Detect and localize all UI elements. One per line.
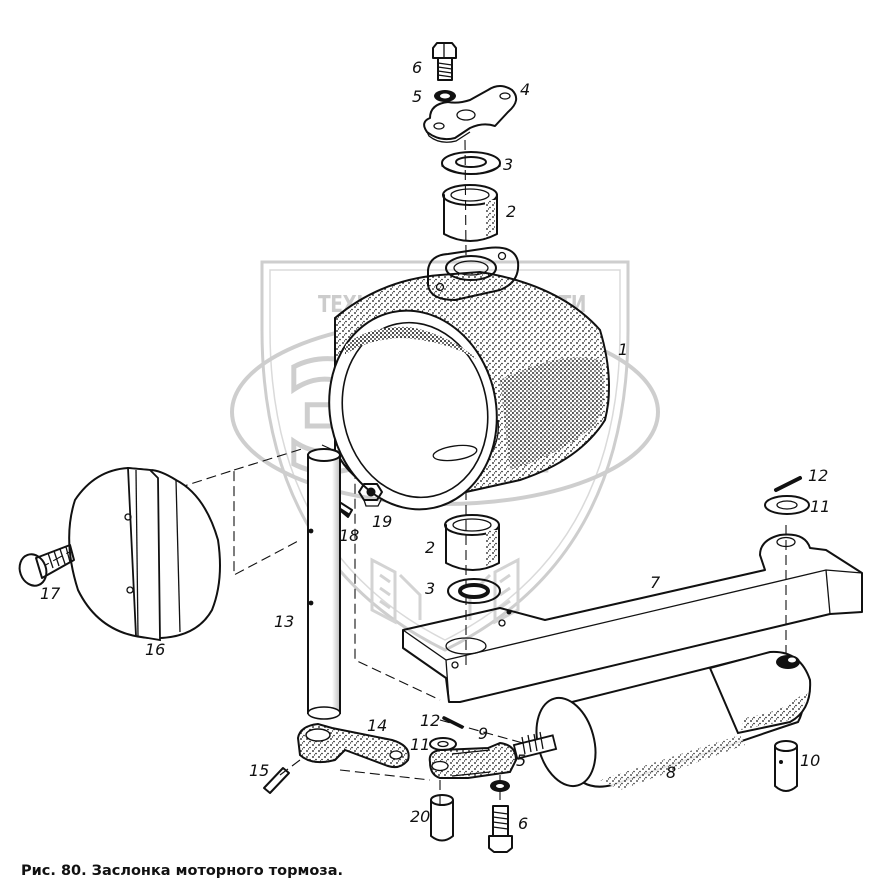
part-6-top-bolt [432, 42, 457, 81]
part-2-bottom-bushing [444, 514, 500, 571]
label-part-2-bottom: 2 [425, 538, 435, 557]
part-8-cylinder [512, 650, 812, 790]
label-part-4: 4 [520, 80, 530, 99]
figure-caption: Рис. 80. Заслонка моторного тормоза. [21, 863, 344, 879]
label-part-12-left: 12 [420, 711, 440, 730]
part-15-pin [263, 767, 290, 794]
part-19-nut [358, 483, 383, 507]
part-11-right-washer [764, 495, 810, 515]
part-2-top-bushing [442, 184, 498, 242]
part-3-top-washer [441, 151, 501, 175]
label-part-6-bottom: 6 [518, 814, 528, 833]
watermark-emblem-icon [370, 557, 520, 625]
label-part-14: 14 [367, 716, 387, 735]
part-12-right-pin [774, 476, 802, 492]
label-part-12-right: 12 [808, 466, 828, 485]
part-13-shaft [307, 448, 341, 720]
label-part-19: 19 [372, 512, 392, 531]
label-part-10: 10 [800, 751, 820, 770]
part-9-clevis [428, 741, 518, 779]
label-part-6-top: 6 [412, 58, 422, 77]
part-3-bottom-washer [447, 578, 501, 604]
label-part-3-top: 3 [503, 155, 513, 174]
part-20-pin [430, 794, 454, 842]
part-10-pin [774, 740, 798, 792]
part-12-left-pin [442, 716, 464, 729]
label-part-15: 15 [249, 761, 269, 780]
label-part-7: 7 [650, 573, 661, 592]
part-16-flap-disc [68, 466, 221, 642]
label-part-5-bottom: 5 [516, 751, 526, 770]
part-5-top-washer [434, 90, 456, 102]
part-7-bracket [402, 533, 863, 703]
watermark-shield [260, 260, 630, 652]
part-11-left-washer [429, 737, 457, 751]
label-part-18: 18 [339, 526, 359, 545]
part-5-bottom-washer [490, 780, 510, 792]
label-part-8: 8 [666, 763, 676, 782]
label-part-20: 20 [410, 807, 430, 826]
part-6-bottom-bolt [488, 805, 513, 853]
part-14-lever [296, 722, 410, 769]
label-part-11-left: 11 [410, 735, 430, 754]
label-part-2-top: 2 [506, 202, 516, 221]
label-part-1: 1 [618, 340, 628, 359]
part-17-bolt [18, 544, 75, 587]
label-part-16: 16 [145, 640, 165, 659]
label-part-17: 17 [40, 584, 61, 603]
part-labels: 6 5 4 3 2 1 12 11 19 18 2 3 7 17 13 16 1… [40, 58, 830, 833]
label-part-3-bottom: 3 [425, 579, 435, 598]
part-1-housing [328, 246, 610, 511]
label-part-9: 9 [478, 724, 488, 743]
label-part-11-right: 11 [810, 497, 830, 516]
label-part-5-top: 5 [412, 87, 422, 106]
label-part-13: 13 [274, 612, 294, 631]
part-4-plate [423, 85, 518, 143]
